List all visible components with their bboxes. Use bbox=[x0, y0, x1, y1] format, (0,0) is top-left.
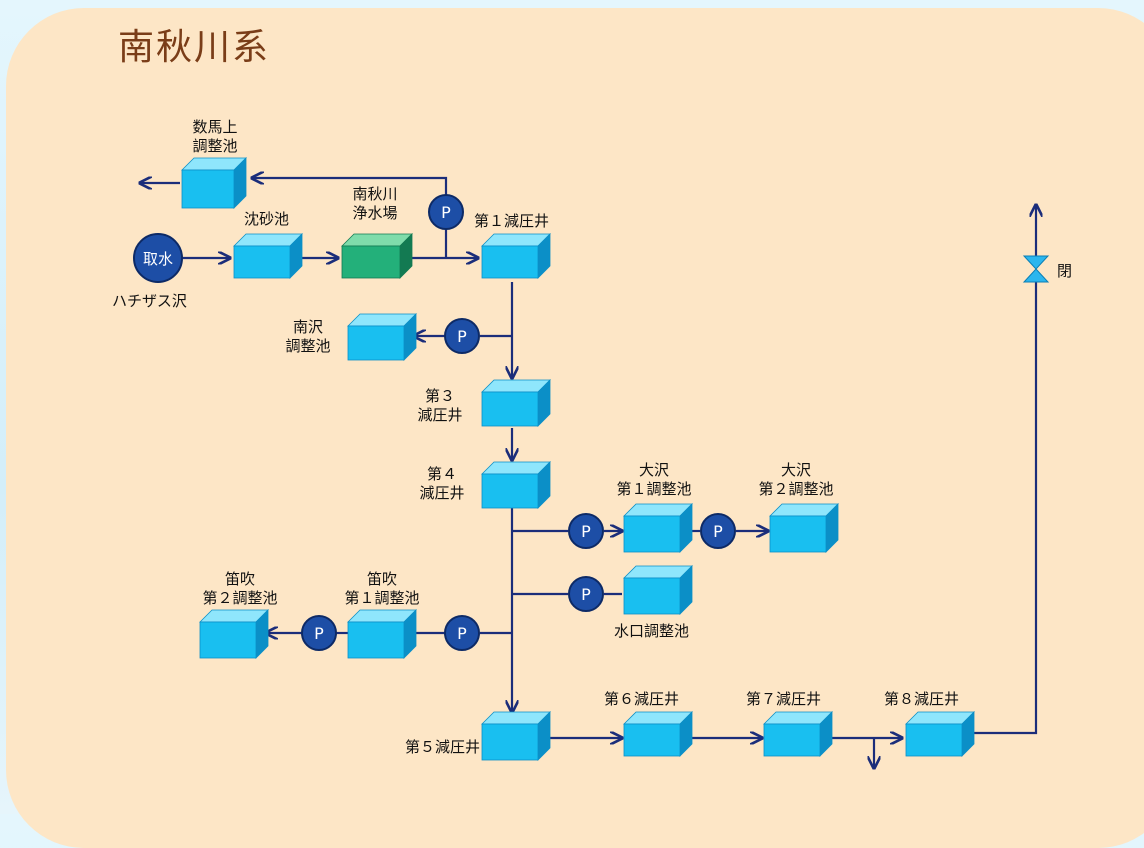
label-osawa1-line2: 第１調整池 bbox=[616, 480, 692, 498]
label-valve-closed: 閉 bbox=[1057, 262, 1073, 280]
label-gen3: 第３ 減圧井 bbox=[410, 387, 470, 425]
tank-gen1 bbox=[481, 233, 551, 279]
background-panel bbox=[6, 8, 1144, 848]
label-gen1: 第１減圧井 bbox=[474, 212, 550, 230]
pipe-to-kazuma bbox=[252, 178, 448, 196]
label-minamisawa-line2: 調整池 bbox=[285, 337, 331, 355]
label-fuefuki2-line1: 笛吹 bbox=[224, 570, 255, 588]
pump-osawa2-label: P bbox=[713, 522, 723, 541]
pump-fuefuki2-label: P bbox=[314, 624, 324, 643]
intake-label: 取水 bbox=[143, 250, 173, 268]
pump-fuefuki1: P bbox=[444, 615, 480, 651]
tank-gen4 bbox=[481, 461, 551, 509]
pumps-layer: 取水 P P P P P P P bbox=[133, 194, 736, 651]
tank-gen7 bbox=[763, 711, 833, 757]
tank-mizuguchi bbox=[623, 565, 693, 615]
tank-gen6 bbox=[623, 711, 693, 757]
pump-osawa2: P bbox=[700, 513, 736, 549]
label-osawa1: 大沢 第１調整池 bbox=[606, 461, 702, 499]
label-chinsa: 沈砂池 bbox=[244, 210, 290, 228]
tank-minamisawa bbox=[347, 313, 417, 361]
tank-gen8 bbox=[905, 711, 975, 757]
pump-osawa1-label: P bbox=[581, 522, 591, 541]
pump-mizuguchi: P bbox=[568, 576, 604, 612]
label-osawa1-line1: 大沢 bbox=[638, 461, 669, 479]
tank-kazuma bbox=[181, 157, 247, 209]
label-minamisawa: 南沢 調整池 bbox=[278, 318, 338, 356]
pump-fuefuki1-label: P bbox=[457, 624, 467, 643]
label-gen8: 第８減圧井 bbox=[884, 690, 960, 708]
pipe-lines bbox=[140, 178, 1036, 768]
label-fuefuki1: 笛吹 第１調整池 bbox=[332, 570, 432, 608]
label-fuefuki2-line2: 第２調整池 bbox=[202, 589, 278, 607]
tank-gen5 bbox=[481, 711, 551, 761]
pump-osawa1: P bbox=[568, 513, 604, 549]
label-gen3-line2: 減圧井 bbox=[417, 406, 463, 424]
label-kazuma-line1: 数馬上 bbox=[192, 118, 238, 136]
label-osawa2-line1: 大沢 bbox=[780, 461, 811, 479]
label-kazuma-line2: 調整池 bbox=[192, 137, 238, 155]
tank-osawa1 bbox=[623, 503, 693, 553]
label-gen6: 第６減圧井 bbox=[604, 690, 680, 708]
tank-osawa2 bbox=[769, 503, 839, 553]
pump-kazuma: P bbox=[428, 194, 464, 230]
tank-chinsa bbox=[233, 233, 303, 279]
tanks-layer bbox=[181, 157, 975, 761]
label-gen5: 第５減圧井 bbox=[404, 738, 480, 756]
label-jousui-line1: 南秋川 bbox=[352, 185, 398, 203]
label-gen4: 第４ 減圧井 bbox=[412, 465, 472, 503]
label-osawa2: 大沢 第２調整池 bbox=[748, 461, 844, 499]
tank-fuefuki1 bbox=[347, 609, 417, 659]
label-intake-source: ハチザス沢 bbox=[112, 292, 187, 310]
label-fuefuki1-line2: 第１調整池 bbox=[344, 589, 420, 607]
label-jousui: 南秋川 浄水場 bbox=[340, 185, 410, 223]
label-osawa2-line2: 第２調整池 bbox=[758, 480, 834, 498]
pipe-gen8-valve bbox=[970, 282, 1038, 735]
label-gen4-line2: 減圧井 bbox=[419, 484, 465, 502]
tank-gen3 bbox=[481, 379, 551, 427]
diagram-title: 南秋川系 bbox=[118, 27, 271, 68]
pump-kazuma-label: P bbox=[441, 203, 451, 222]
label-minamisawa-line1: 南沢 bbox=[292, 318, 323, 336]
pump-mizuguchi-label: P bbox=[581, 585, 591, 604]
tank-fuefuki2 bbox=[199, 609, 269, 659]
label-mizuguchi: 水口調整池 bbox=[614, 622, 690, 640]
label-gen4-line1: 第４ bbox=[426, 465, 457, 483]
label-gen7: 第７減圧井 bbox=[746, 690, 822, 708]
pump-fuefuki2: P bbox=[301, 615, 337, 651]
label-gen3-line1: 第３ bbox=[424, 387, 455, 405]
label-fuefuki1-line1: 笛吹 bbox=[366, 570, 397, 588]
valve bbox=[1022, 255, 1050, 283]
flow-diagram: 取水 P P P P P P P bbox=[133, 157, 1050, 814]
label-jousui-line2: 浄水場 bbox=[352, 204, 398, 222]
pump-minamisawa-label: P bbox=[457, 327, 467, 346]
label-kazuma: 数馬上 調整池 bbox=[180, 118, 250, 156]
tank-plant bbox=[341, 233, 413, 279]
pump-minamisawa: P bbox=[444, 318, 480, 354]
intake-node: 取水 bbox=[133, 233, 183, 283]
label-fuefuki2: 笛吹 第２調整池 bbox=[190, 570, 290, 608]
